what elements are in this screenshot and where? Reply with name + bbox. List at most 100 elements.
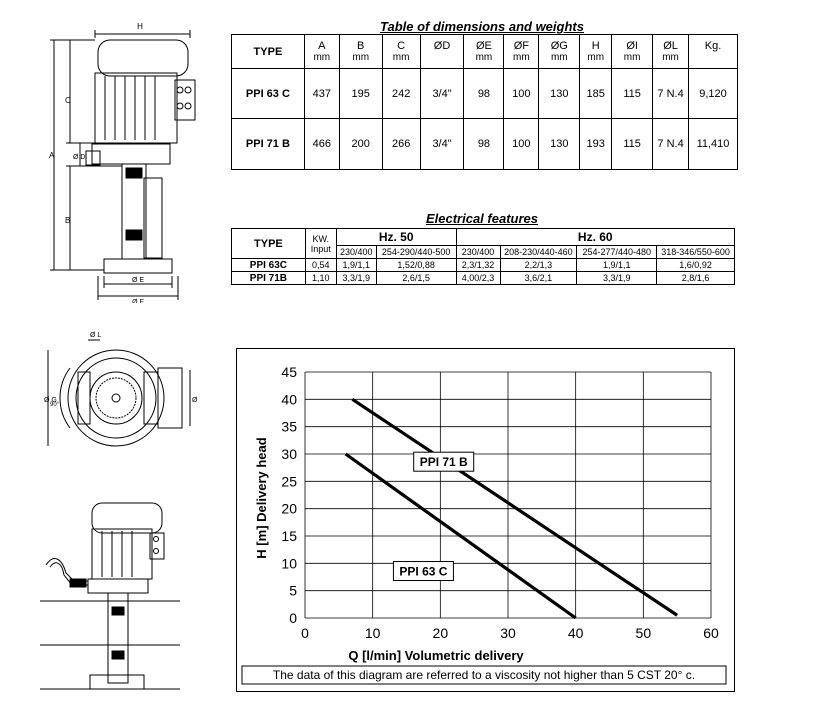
dimensions-header: ØD [419,34,465,69]
series-label-ppi-71b: PPI 71 B [420,455,468,469]
label-a: A [49,151,55,160]
series-label-box [392,561,454,582]
table-cell: 3,6/2,1 [499,271,578,285]
table-cell: PPI 71 B [231,118,305,170]
chart-frame [236,348,735,692]
table-cell: 3/4" [419,118,465,170]
dimensions-title: Table of dimensions and weights [380,19,584,34]
table-cell: 4,00/2,3 [455,271,501,285]
chart-note: The data of this diagram are referred to… [273,668,695,682]
y-tick-label: 35 [281,419,297,435]
hz50-header: Hz. 50 [335,228,457,246]
label-h: H [137,22,143,31]
table-cell: 100 [503,118,540,170]
series-line-ppi-63c [344,452,577,620]
table-cell: 98 [463,118,505,170]
voltage-cell: 318-346/550-600 [656,245,735,259]
table-cell: 11,410 [688,118,738,170]
table-cell: 130 [538,118,581,170]
table-row: PPI 71B 1,10 3,3/1,9 2,6/1,5 4,00/2,3 3,… [231,271,735,285]
table-cell: 115 [611,118,654,170]
series-label-ppi-63c: PPI 63 C [399,565,447,579]
label-l: Ø L [90,332,101,339]
table-row: PPI 71 B 466 200 266 3/4" 98 100 130 193… [231,118,738,170]
voltage-cell: 254-277/440-480 [576,245,658,259]
table-cell: 3,3/1,9 [576,271,658,285]
chart-note-box [241,665,727,685]
x-axis-label: Q [l/min] Volumetric delivery [348,648,524,663]
pump-top-drawing: Ø L Ø G 90° Ø I [44,332,200,447]
table-cell: 466 [303,118,340,170]
y-tick-label: 20 [281,501,297,517]
pump-side-drawing: H A C B Ø D Ø E Ø F [49,22,196,303]
label-g: Ø G [44,397,57,404]
y-tick-label: 45 [281,364,297,380]
table-cell: 115 [611,68,654,119]
series-label-box [413,451,475,472]
table-cell: 2,6/1,5 [375,271,457,285]
label-angle: 90° [50,402,60,408]
table-row: PPI 63C 0,54 1,9/1,1 1,52/0,88 2,3/1,32 … [231,258,735,272]
y-tick-label: 40 [281,391,297,407]
y-axis-label: H [m] Delivery head [254,437,269,558]
y-tick-label: 25 [281,473,297,489]
electrical-table: TYPE KW.Input Hz. 50 Hz. 60 230/400 254-… [231,228,736,285]
y-tick-label: 0 [289,610,297,626]
voltage-cell: 208-230/440-460 [499,245,578,259]
table-cell: 100 [503,68,540,119]
table-cell: 200 [338,118,383,170]
electrical-title: Electrical features [425,211,538,226]
electrical-header-kw: KW.Input [304,228,337,259]
label-e: Ø E [132,277,144,284]
table-cell: 2,8/1,6 [656,271,735,285]
x-tick-label: 60 [703,625,719,641]
voltage-cell: 230/400 [455,245,501,259]
x-tick-label: 0 [301,625,309,641]
table-cell: 185 [579,68,613,119]
x-tick-label: 30 [500,625,516,641]
table-cell: PPI 63C [231,258,306,272]
table-cell: 266 [381,118,421,170]
x-tick-label: 40 [568,625,584,641]
y-tick-label: 5 [289,583,297,599]
x-tick-label: 50 [636,625,652,641]
label-d: Ø D [73,154,85,161]
table-cell: 1,6/0,92 [656,258,735,272]
label-b: B [65,216,70,225]
x-tick-label: 10 [365,625,381,641]
electrical-header-type: TYPE [231,228,306,259]
table-cell: 1,9/1,1 [335,258,377,272]
table-cell: 193 [579,118,613,170]
table-cell: 0,54 [304,258,337,272]
voltage-cell: 230/400 [335,245,377,259]
y-tick-label: 15 [281,528,297,544]
table-cell: 130 [538,68,581,119]
electrical-header-row: TYPE KW.Input Hz. 50 Hz. 60 [231,228,736,259]
table-cell: 1,10 [304,271,337,285]
pump-installation-drawing [40,502,180,690]
table-cell: 1,9/1,1 [576,258,658,272]
y-tick-label: 10 [281,555,297,571]
performance-chart: 0 5 10 15 20 25 30 35 40 45 0 10 20 30 40 50 60 PPI 71 B… [236,348,735,692]
hz60-header: Hz. 60 [455,228,736,246]
x-tick-label: 20 [433,625,449,641]
y-tick-label: 30 [281,446,297,462]
table-cell: 9,120 [688,68,738,119]
table-cell: 3/4" [419,68,465,119]
table-cell: 2,3/1,32 [455,258,501,272]
table-cell: 242 [381,68,421,119]
table-row: PPI 63 C 437 195 242 3/4" 98 100 130 185… [231,68,738,119]
table-cell: 1,52/0,88 [375,258,457,272]
table-cell: 3,3/1,9 [335,271,377,285]
table-cell: 437 [303,68,340,119]
table-cell: 98 [463,68,505,119]
label-f: Ø F [132,299,144,303]
